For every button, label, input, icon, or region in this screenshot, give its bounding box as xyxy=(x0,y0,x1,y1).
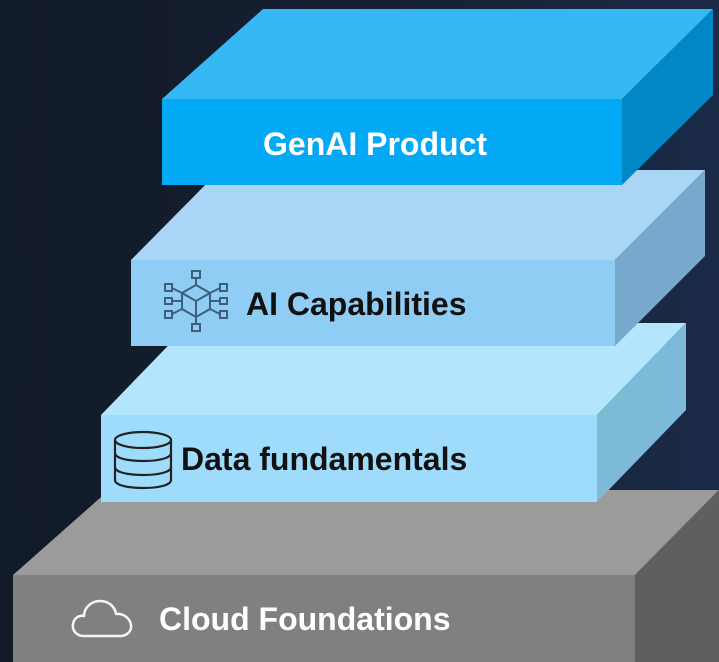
layer-ai-capabilities xyxy=(131,170,705,346)
ai-capabilities-side-face xyxy=(615,170,705,346)
data-fundamentals-label: Data fundamentals xyxy=(181,441,468,477)
genai-product-side-face xyxy=(622,9,713,185)
layer-genai-product xyxy=(162,9,713,185)
cloud-foundations-side-face xyxy=(635,490,719,662)
data-fundamentals-front-face xyxy=(101,415,597,502)
ai-capabilities-front-face xyxy=(131,260,615,346)
network-cube-icon xyxy=(164,270,228,332)
database-icon xyxy=(113,430,173,490)
cloud-foundations-top-face xyxy=(13,490,719,575)
cloud-foundations-front-face xyxy=(13,575,635,662)
ai-capabilities-top-face xyxy=(131,170,705,260)
cloud-foundations-label: Cloud Foundations xyxy=(159,601,451,637)
genai-product-front-face xyxy=(162,99,622,185)
cloud-icon xyxy=(71,599,133,638)
data-fundamentals-side-face xyxy=(597,323,686,502)
genai-product-label: GenAI Product xyxy=(263,126,488,162)
layer-cloud-foundations xyxy=(13,490,719,662)
ai-capabilities-label: AI Capabilities xyxy=(246,286,467,322)
genai-product-top-face xyxy=(162,9,713,99)
